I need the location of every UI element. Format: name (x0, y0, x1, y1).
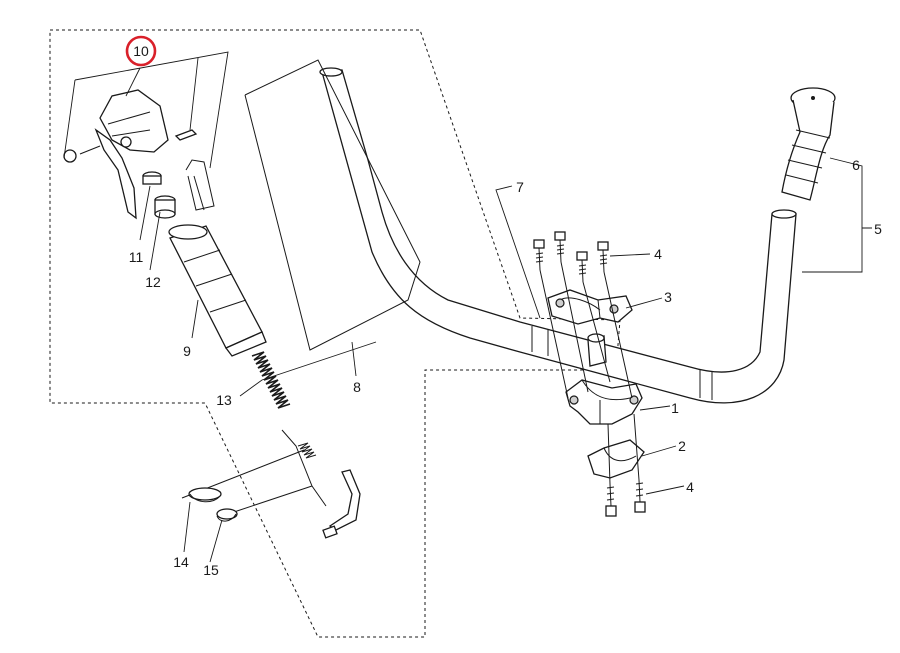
cable-end-nipple (322, 525, 338, 539)
label-part-10: 10 (133, 43, 149, 59)
label-part-2: 2 (678, 438, 686, 454)
label-part-13: 13 (216, 392, 232, 408)
label-part-4-bottom: 4 (686, 479, 694, 495)
throttle-housing (63, 89, 198, 220)
cable-clip-large (188, 487, 222, 503)
throttle-collar (142, 171, 162, 185)
handlebar-tube (319, 67, 797, 404)
throttle-group-boundary (49, 29, 621, 638)
label-part-3: 3 (664, 289, 672, 305)
label-part-11: 11 (129, 249, 144, 265)
wire-clip (185, 159, 215, 211)
label-part-7: 7 (516, 179, 524, 195)
spring (251, 351, 291, 409)
label-part-12: 12 (145, 274, 161, 290)
clamp-sleeve (587, 333, 607, 367)
label-part-14: 14 (173, 554, 189, 570)
label-part-4-top: 4 (654, 246, 662, 262)
label-part-15: 15 (203, 562, 219, 578)
part-10-highlight-circle (125, 35, 157, 67)
handle-grip (781, 87, 836, 201)
throttle-tube (168, 224, 267, 357)
cable-end-fitting (328, 469, 361, 531)
leader-lines (63, 51, 872, 563)
label-part-5: 5 (874, 221, 882, 237)
label-part-9: 9 (183, 343, 191, 359)
label-part-6: 6 (852, 157, 860, 173)
bolts-top (533, 231, 609, 283)
cable-clip-small (216, 508, 238, 522)
assembly-guide-lines (539, 261, 640, 485)
label-part-8: 8 (353, 379, 361, 395)
throttle-spacer (154, 195, 176, 219)
throttle-cable (281, 429, 327, 507)
clamp-bottom (587, 439, 645, 479)
label-part-1: 1 (671, 400, 679, 416)
bolts-bottom (605, 479, 646, 517)
clamp-lower-base (565, 379, 643, 425)
handlebar-outline (244, 59, 421, 351)
cable-guide-lines (181, 449, 313, 517)
